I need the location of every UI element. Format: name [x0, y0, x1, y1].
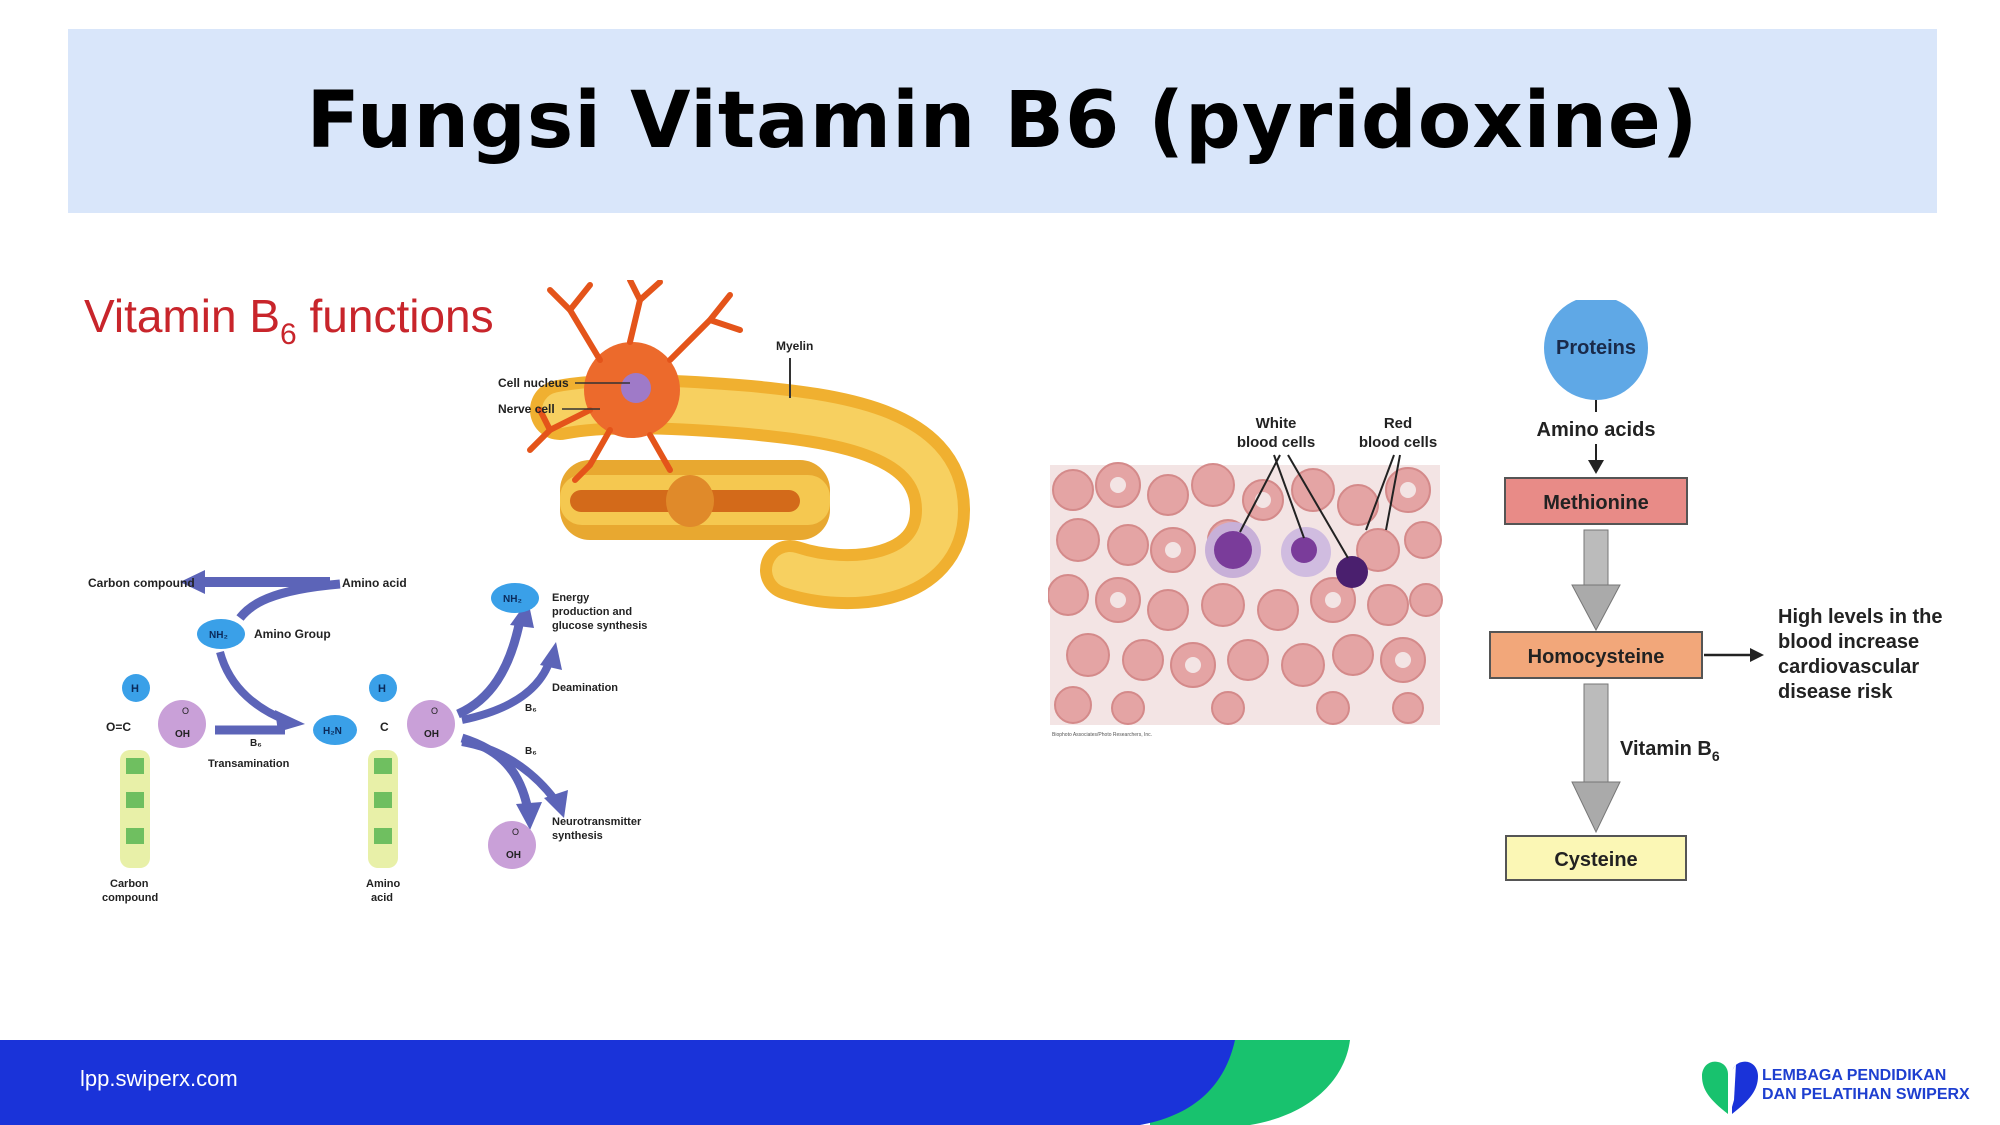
slide-title: Fungsi Vitamin B6 (pyridoxine) — [306, 76, 1699, 166]
logo-line-1: LEMBAGA PENDIDIKAN — [1762, 1067, 1947, 1084]
swiperx-logo-icon — [1702, 1061, 1758, 1114]
micrograph-credit: Biophoto Associates/Photo Researchers, I… — [1052, 732, 1152, 738]
label-carbon-bottom-2: compound — [102, 892, 158, 904]
transamination-diagram: Carbon compound Amino acid NH₂ Amino Gro… — [88, 570, 647, 904]
nh2-bubble-label: NH₂ — [209, 630, 228, 641]
label-white-2: blood cells — [1237, 434, 1315, 451]
figure-heading-tail: functions — [297, 290, 494, 342]
label-deamination: Deamination — [552, 682, 618, 694]
label-amino-bottom-2: acid — [371, 892, 393, 904]
label-neuro-2: synthesis — [552, 830, 603, 842]
label-energy-1: Energy — [552, 592, 590, 604]
o-right: O — [431, 706, 438, 716]
label-red-1: Red — [1384, 415, 1412, 432]
label-cell-nucleus: Cell nucleus — [498, 376, 569, 390]
homocysteine-node — [1489, 631, 1703, 679]
figure-heading-sub: 6 — [280, 318, 297, 351]
svg-text:Vitamin B6 functions: Vitamin B6 functions — [84, 290, 494, 351]
label-carbon-bottom-1: Carbon — [110, 878, 149, 890]
label-nerve-cell: Nerve cell — [498, 402, 555, 416]
blood-smear-figure: White blood cells Red blood cells Biopho… — [1048, 415, 1443, 738]
c-right: C — [380, 720, 389, 734]
oh-neuro: OH — [506, 850, 521, 861]
neuron-illustration: Myelin Cell nucleus Nerve cell — [498, 280, 970, 610]
label-risk-4: disease risk — [1778, 681, 1893, 703]
label-homocysteine: Homocysteine — [1528, 646, 1665, 668]
label-proteins: Proteins — [1556, 337, 1636, 359]
label-energy-3: glucose synthesis — [552, 620, 647, 632]
label-transamination: Transamination — [208, 758, 290, 770]
b6-neuro: B₆ — [525, 746, 537, 757]
o-left: O — [182, 706, 189, 716]
nh2-right-label: NH₂ — [503, 594, 522, 605]
b6-deamination: B₆ — [525, 703, 537, 714]
label-amino-group: Amino Group — [254, 627, 331, 641]
homocysteine-flow-figure: Proteins Amino acids Methionine Homocyst… — [1489, 300, 1942, 881]
cysteine-node — [1505, 835, 1687, 881]
label-amino-acid-top: Amino acid — [342, 576, 407, 590]
label-cysteine: Cysteine — [1554, 849, 1637, 871]
label-risk-2: blood increase — [1778, 631, 1919, 653]
h-left: H — [131, 683, 139, 695]
label-white-1: White — [1256, 415, 1297, 432]
methionine-node — [1504, 477, 1688, 525]
label-methionine: Methionine — [1543, 492, 1649, 514]
label-red-2: blood cells — [1359, 434, 1437, 451]
footer-band — [0, 1040, 1350, 1125]
label-energy-2: production and — [552, 606, 632, 618]
b6-transamination: B₆ — [250, 738, 262, 749]
label-risk-3: cardiovascular — [1778, 656, 1919, 678]
h2n-bubble-label: H₂N — [323, 726, 342, 737]
oh-left: OH — [175, 729, 190, 740]
label-myelin: Myelin — [776, 339, 813, 353]
label-neuro-1: Neurotransmitter — [552, 816, 642, 828]
footer-url[interactable]: lpp.swiperx.com — [80, 1066, 238, 1091]
proteins-node — [1544, 300, 1648, 400]
logo-line-2: DAN PELATIHAN SWIPERX — [1762, 1086, 1970, 1103]
title-banner: Fungsi Vitamin B6 (pyridoxine) — [68, 29, 1937, 213]
label-carbon-compound-top: Carbon compound — [88, 576, 195, 590]
swiperx-logo-text: LEMBAGA PENDIDIKAN DAN PELATIHAN SWIPERX — [1762, 1066, 1970, 1104]
label-amino-bottom-1: Amino — [366, 878, 401, 890]
oc-left: O=C — [106, 720, 131, 734]
vitamin-b6-functions-figure: Vitamin B6 functions Myelin Cell nucleus — [84, 280, 970, 904]
oh-right: OH — [424, 729, 439, 740]
figure-heading-main: Vitamin B — [84, 290, 280, 342]
label-risk-1: High levels in the — [1778, 606, 1942, 628]
o-neuro: O — [512, 827, 519, 837]
label-vitamin-b6: Vitamin B6 — [1620, 738, 1720, 764]
h-right: H — [378, 683, 386, 695]
label-amino-acids: Amino acids — [1537, 419, 1656, 441]
